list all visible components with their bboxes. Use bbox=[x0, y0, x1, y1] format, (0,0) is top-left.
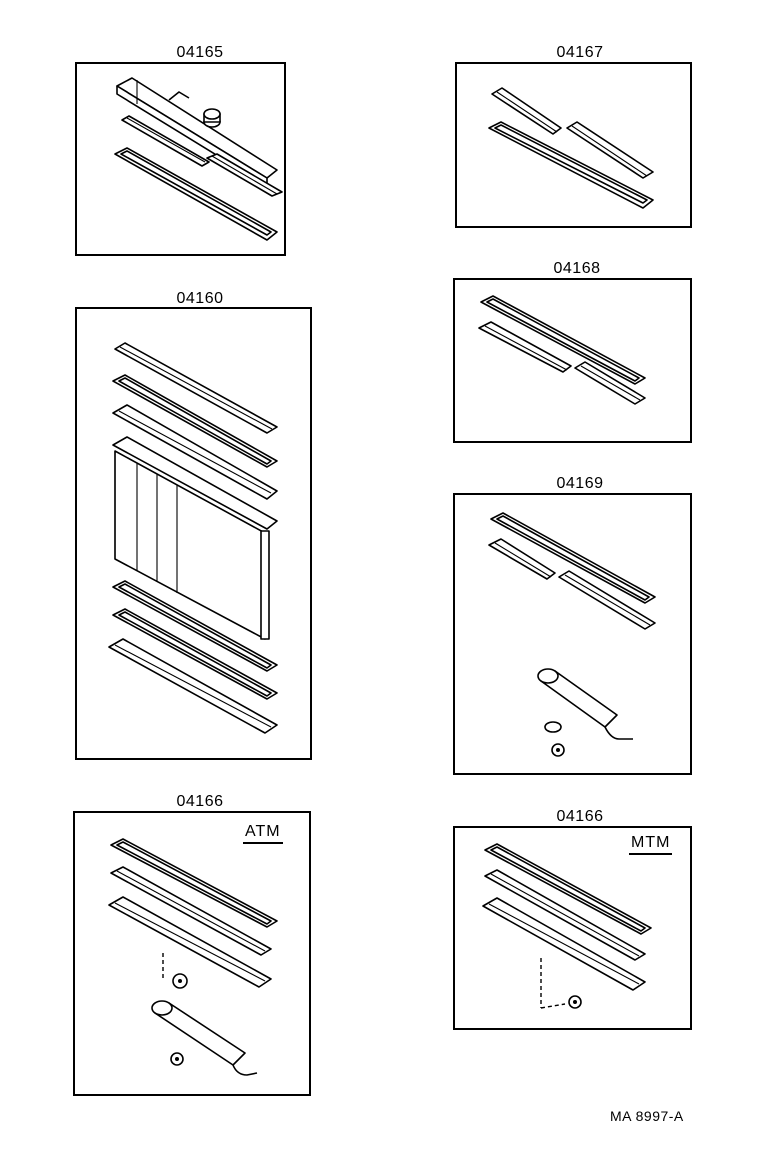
panel-04167 bbox=[455, 62, 692, 228]
gasket-kit-04165-drawing bbox=[114, 77, 283, 241]
mtm-label: MTM bbox=[629, 834, 673, 855]
washer bbox=[544, 721, 562, 733]
part-number-04160: 04160 bbox=[176, 290, 224, 307]
panel-04168 bbox=[453, 278, 692, 443]
lower-gasket bbox=[112, 608, 278, 700]
gasket-kit-04169-drawing bbox=[488, 512, 656, 757]
panel-04160 bbox=[75, 307, 312, 760]
nut bbox=[551, 743, 565, 757]
radiator-assembly-04160-drawing bbox=[108, 342, 278, 734]
radiator-tank-gasket bbox=[491, 87, 654, 179]
atm-label: ATM bbox=[243, 823, 283, 844]
lower-tank bbox=[108, 638, 278, 734]
drain-cock bbox=[568, 995, 582, 1009]
lower-tank bbox=[482, 897, 646, 991]
gasket-kit-04168-drawing bbox=[478, 295, 646, 405]
o-ring-gasket bbox=[488, 121, 654, 209]
part-number-04169: 04169 bbox=[556, 475, 604, 492]
drain-cock bbox=[172, 973, 188, 989]
upper-gasket bbox=[112, 374, 278, 468]
gasket-strip bbox=[121, 115, 283, 197]
panel-04165 bbox=[75, 62, 286, 256]
radiator-core bbox=[112, 436, 278, 640]
panel-04166-atm: ATM bbox=[73, 811, 311, 1096]
install-guide-line-2 bbox=[540, 1003, 566, 1009]
part-number-04166-atm: 04166 bbox=[176, 793, 224, 810]
gasket-strip bbox=[484, 869, 646, 961]
part-number-04167: 04167 bbox=[556, 44, 604, 61]
oil-cooler bbox=[537, 668, 633, 740]
lower-o-ring bbox=[112, 580, 278, 672]
upper-tank bbox=[114, 342, 278, 434]
lower-tank-gasket bbox=[478, 321, 646, 405]
gasket-kit-04167-drawing bbox=[488, 87, 654, 209]
upper-o-ring bbox=[112, 404, 278, 500]
panel-04169 bbox=[453, 493, 692, 775]
drawing-code: MA 8997-A bbox=[610, 1108, 684, 1124]
o-ring-gasket bbox=[110, 838, 278, 928]
gasket-strip bbox=[110, 866, 272, 956]
part-number-04168: 04168 bbox=[553, 260, 601, 277]
panel-04166-mtm: MTM bbox=[453, 826, 692, 1030]
part-number-04165: 04165 bbox=[176, 44, 224, 61]
gasket-kit-04166-atm-drawing bbox=[108, 838, 278, 1076]
radiator-upper-tank bbox=[116, 77, 278, 187]
o-ring-gasket bbox=[114, 147, 278, 241]
nut bbox=[170, 1052, 184, 1066]
o-ring-gasket bbox=[484, 843, 652, 935]
lower-tank bbox=[108, 896, 272, 988]
o-ring-gasket bbox=[480, 295, 646, 385]
lower-tank-gasket bbox=[488, 538, 656, 630]
gasket-kit-04166-mtm-drawing bbox=[482, 843, 652, 1009]
o-ring-gasket bbox=[490, 512, 656, 604]
oil-cooler bbox=[151, 1000, 258, 1076]
part-number-04166-mtm: 04166 bbox=[556, 808, 604, 825]
